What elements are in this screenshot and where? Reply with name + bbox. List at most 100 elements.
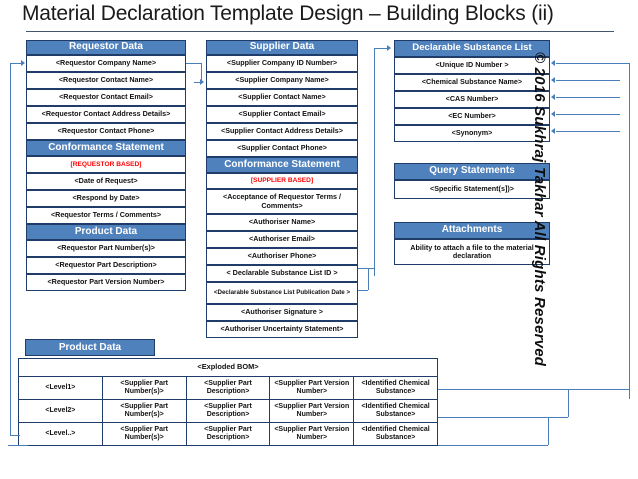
connector-chemical-name-arrow-icon: [551, 77, 555, 83]
connector-req-to-sup-h1: [186, 63, 202, 64]
field-acceptance-of-requestor-terms[interactable]: <Acceptance of Requestor Terms / Comment…: [206, 189, 358, 214]
field-synonym[interactable]: <Synonym>: [394, 125, 550, 142]
connector-bom-row2-right: [438, 417, 568, 418]
connector-req-to-sup-arrow-icon: [200, 79, 204, 85]
connector-right-to-synonym: [556, 131, 620, 132]
field-authoriser-signature[interactable]: <Authoriser Signature >: [206, 304, 358, 321]
cell-supplier-part-number[interactable]: <Supplier Part Number(s)>: [101, 421, 187, 446]
connector-synonym-arrow-icon: [551, 128, 555, 134]
title-divider: [26, 31, 614, 32]
field-supplier-contact-name[interactable]: <Supplier Contact Name>: [206, 89, 358, 106]
connector-req-to-sup-v: [201, 63, 202, 82]
field-cas-number[interactable]: <CAS Number>: [394, 91, 550, 108]
table-row[interactable]: <Level..> <Supplier Part Number(s)> <Sup…: [18, 421, 438, 446]
requestor-product-data-header: Product Data: [26, 224, 186, 240]
cell-supplier-part-number[interactable]: <Supplier Part Number(s)>: [101, 398, 187, 423]
cell-supplier-part-version-number[interactable]: <Supplier Part Version Number>: [269, 421, 355, 446]
field-authoriser-uncertainty-statement[interactable]: <Authoriser Uncertainty Statement>: [206, 321, 358, 338]
cell-level[interactable]: <Level1>: [18, 375, 103, 400]
field-supplier-based-tag: [SUPPLIER BASED]: [206, 173, 358, 189]
field-supplier-contact-email[interactable]: <Supplier Contact Email>: [206, 106, 358, 123]
product-data-bom-header: Product Data: [25, 339, 155, 356]
connector-req-to-sup-h2: [194, 82, 202, 83]
field-respond-by-date[interactable]: <Respond by Date>: [26, 190, 186, 207]
copyright-notice: © 2016 Sukhraj Takhar All Rights Reserve…: [531, 52, 548, 367]
connector-right-to-chemical-name: [556, 80, 620, 81]
field-authoriser-email[interactable]: <Authoriser Email>: [206, 231, 358, 248]
connector-right-spine: [629, 63, 630, 399]
cell-identified-chemical-substance[interactable]: <Identified Chemical Substance>: [353, 421, 438, 446]
page-title: Material Declaration Template Design – B…: [22, 2, 554, 25]
field-authoriser-phone[interactable]: <Authoriser Phone>: [206, 248, 358, 265]
connector-unique-id-arrow-icon: [551, 60, 555, 66]
field-requestor-terms-comments[interactable]: <Requestor Terms / Comments>: [26, 207, 186, 224]
connector-ec-arrow-icon: [551, 111, 555, 117]
exploded-bom-title: <Exploded BOM>: [18, 358, 438, 377]
connector-dsl-id-link: [358, 268, 374, 269]
field-requestor-based-tag: [REQUESTOR BASED]: [26, 156, 186, 173]
cell-supplier-part-description[interactable]: <Supplier Part Description>: [185, 375, 271, 400]
requestor-data-header: Requestor Data: [26, 40, 186, 55]
table-row[interactable]: <Level2> <Supplier Part Number(s)> <Supp…: [18, 398, 438, 423]
cell-identified-chemical-substance[interactable]: <Identified Chemical Substance>: [353, 398, 438, 423]
field-requestor-part-number[interactable]: <Requestor Part Number(s)>: [26, 240, 186, 257]
field-supplier-contact-phone[interactable]: <Supplier Contact Phone>: [206, 140, 358, 157]
field-date-of-request[interactable]: <Date of Request>: [26, 173, 186, 190]
exploded-bom-table: <Exploded BOM> <Level1> <Supplier Part N…: [18, 358, 438, 446]
field-specific-statements[interactable]: <Specific Statement(s])>: [394, 180, 550, 199]
field-authoriser-name[interactable]: <Authoriser Name>: [206, 214, 358, 231]
field-requestor-company-name[interactable]: <Requestor Company Name>: [26, 55, 186, 72]
supplier-conformance-header: Conformance Statement: [206, 157, 358, 173]
declarable-substance-list-header: Declarable Substance List: [394, 40, 550, 57]
field-requestor-part-description[interactable]: <Requestor Part Description>: [26, 257, 186, 274]
connector-dsl-pubdate-link-h: [358, 290, 368, 291]
field-declarable-substance-list-id[interactable]: < Declarable Substance List ID >: [206, 265, 358, 282]
connector-sup-to-dsl-spine: [374, 48, 375, 276]
attachments-block: Attachments Ability to attach a file to …: [394, 222, 550, 265]
field-requestor-contact-name[interactable]: <Requestor Contact Name>: [26, 72, 186, 89]
connector-right-to-ec: [556, 114, 620, 115]
supplier-data-header: Supplier Data: [206, 40, 358, 55]
table-row-span-title: <Exploded BOM>: [18, 358, 438, 377]
cell-supplier-part-version-number[interactable]: <Supplier Part Version Number>: [269, 375, 355, 400]
requestor-data-block: Requestor Data <Requestor Company Name> …: [26, 40, 186, 291]
field-requestor-contact-phone[interactable]: <Requestor Contact Phone>: [26, 123, 186, 140]
query-statements-block: Query Statements <Specific Statement(s])…: [394, 163, 550, 199]
field-requestor-part-version-number[interactable]: <Requestor Part Version Number>: [26, 274, 186, 291]
field-unique-id-number[interactable]: <Unique ID Number >: [394, 57, 550, 74]
field-declarable-substance-list-publication-date[interactable]: <Declarable Substance List Publication D…: [206, 282, 358, 304]
cell-supplier-part-version-number[interactable]: <Supplier Part Version Number>: [269, 398, 355, 423]
field-attachment-description[interactable]: Ability to attach a file to the material…: [394, 239, 550, 265]
table-row[interactable]: <Level1> <Supplier Part Number(s)> <Supp…: [18, 375, 438, 400]
cell-supplier-part-description[interactable]: <Supplier Part Description>: [185, 398, 271, 423]
connector-left-top-arrow-icon: [21, 60, 25, 66]
field-chemical-substance-name[interactable]: <Chemical Substance Name>: [394, 74, 550, 91]
connector-sup-to-dsl-arrow-icon: [387, 45, 391, 51]
field-supplier-contact-address[interactable]: <Supplier Contact Address Details>: [206, 123, 358, 140]
field-ec-number[interactable]: <EC Number>: [394, 108, 550, 125]
cell-level[interactable]: <Level..>: [18, 421, 103, 446]
attachments-header: Attachments: [394, 222, 550, 239]
field-supplier-company-name[interactable]: <Supplier Company Name>: [206, 72, 358, 89]
cell-supplier-part-number[interactable]: <Supplier Part Number(s)>: [101, 375, 187, 400]
cell-supplier-part-description[interactable]: <Supplier Part Description>: [185, 421, 271, 446]
field-requestor-contact-address[interactable]: <Requestor Contact Address Details>: [26, 106, 186, 123]
field-requestor-contact-email[interactable]: <Requestor Contact Email>: [26, 89, 186, 106]
requestor-conformance-header: Conformance Statement: [26, 140, 186, 156]
connector-left-bottom: [10, 435, 20, 436]
supplier-data-block: Supplier Data <Supplier Company ID Numbe…: [206, 40, 358, 338]
connector-cas-arrow-icon: [551, 94, 555, 100]
connector-bom-row3-left: [8, 445, 28, 446]
query-statements-header: Query Statements: [394, 163, 550, 180]
connector-sup-to-dsl-h: [374, 48, 388, 49]
connector-right-to-cas: [556, 97, 620, 98]
connector-bom-row2-riser: [568, 389, 569, 417]
cell-identified-chemical-substance[interactable]: <Identified Chemical Substance>: [353, 375, 438, 400]
connector-left-top: [10, 63, 22, 64]
cell-level[interactable]: <Level2>: [18, 398, 103, 423]
connector-left-spine: [10, 63, 11, 435]
field-supplier-company-id-number[interactable]: <Supplier Company ID Number>: [206, 55, 358, 72]
connector-bom-row3-riser: [548, 417, 549, 445]
declarable-substance-list-block: Declarable Substance List <Unique ID Num…: [394, 40, 550, 142]
